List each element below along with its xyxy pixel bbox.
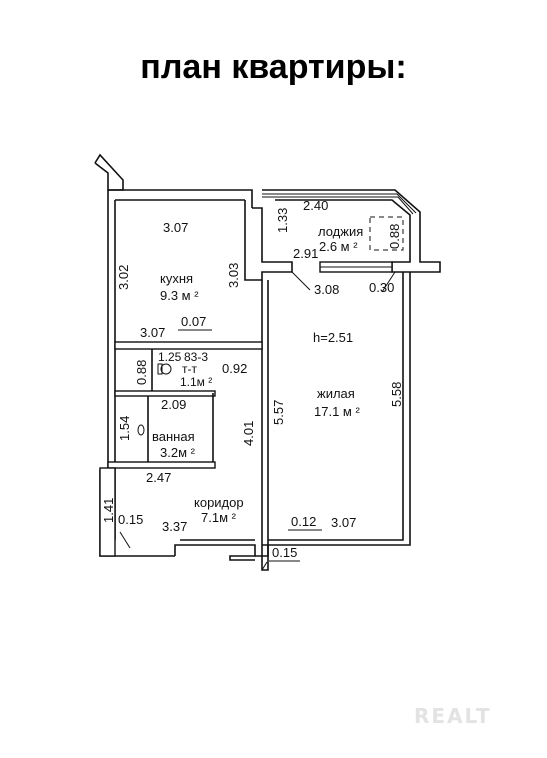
loggia-top-dim: 2.40 [303, 198, 328, 213]
entrance-small: 0.15 [272, 545, 297, 560]
loggia-leader [381, 271, 396, 293]
loggia-top-line2 [262, 193, 417, 214]
bath-bottom-wall [107, 461, 216, 469]
kitchen-bottom-small: 0.07 [181, 314, 206, 329]
wc-top-2: 83-3 [184, 350, 208, 364]
loggia-030: 0.30 [369, 280, 394, 295]
kitchen-bottom-dim: 3.07 [140, 325, 165, 340]
bath-top-dim: 2.09 [161, 397, 186, 412]
corner-dim-308: 3.08 [314, 282, 339, 297]
corridor-small: 0.15 [118, 512, 143, 527]
toilet-tank [157, 363, 163, 375]
corridor-left-wall [99, 467, 116, 557]
living-bottom-small: 0.12 [291, 514, 316, 529]
living-bottom-dim: 3.07 [331, 515, 356, 530]
bottom-wall [174, 544, 256, 561]
bath-name: ванная [152, 429, 195, 444]
bath-area: 3.2м ² [160, 445, 196, 460]
corner-dim-291: 2.91 [293, 246, 318, 261]
kitchen-area: 9.3 м ² [160, 288, 199, 303]
corridor-name: коридор [194, 495, 244, 510]
toilet-symbol [160, 363, 172, 375]
kitchen-bottom-wall [114, 341, 263, 350]
right-inner-wall [268, 272, 404, 541]
kitchen-right-dim: 3.03 [226, 263, 241, 288]
wc-left-dim: 0.88 [134, 360, 149, 385]
chimney-shape [94, 153, 124, 191]
living-left-dim: 5.57 [271, 400, 286, 425]
kitchen-width-label: 3.07 [163, 220, 188, 235]
loggia-side: 0.88 [387, 224, 402, 249]
corner-dim-133: 1.33 [275, 208, 290, 233]
corridor-right-dim: 4.01 [241, 421, 256, 446]
partition-wall [261, 280, 269, 571]
sink-symbol [137, 424, 145, 436]
kitchen-name: кухня [160, 271, 193, 286]
bath-left-dim: 1.54 [117, 416, 132, 441]
top-kitchen-wall [108, 189, 253, 208]
page-title: план квартиры: [140, 48, 407, 86]
wc-name: т-т [182, 362, 197, 376]
wc-top-1: 1.25 [158, 350, 182, 364]
kitchen-left-dim: 3.02 [116, 265, 131, 290]
loggia-top-line3 [262, 196, 414, 215]
room-labels: 3.07 3.02 3.03 кухня 9.3 м ² 3.07 0.07 1… [101, 198, 404, 562]
loggia-top [262, 189, 441, 273]
entrance-leader [261, 561, 268, 571]
right-outer-wall [262, 272, 411, 546]
living-right-dim: 5.58 [389, 382, 404, 407]
living-area: 17.1 м ² [314, 404, 360, 419]
corridor-left-dim: 1.41 [101, 498, 116, 523]
corridor-leader [119, 531, 131, 549]
corner-leader [291, 271, 311, 291]
loggia-dashed-box [369, 216, 404, 251]
living-name: жилая [317, 386, 355, 401]
wc-bath-divider [114, 390, 216, 397]
wc-right-dim: 0.92 [222, 361, 247, 376]
wc-area: 1.1м ² [180, 375, 212, 389]
corridor-top-dim: 2.47 [146, 470, 171, 485]
loggia-name: лоджия [318, 224, 363, 239]
loggia-area: 2.6 м ² [319, 239, 358, 254]
corridor-bottom-dim: 3.37 [162, 519, 187, 534]
entrance-notch [255, 545, 269, 557]
ceiling-height: h=2.51 [313, 330, 353, 345]
corridor-area: 7.1м ² [201, 510, 237, 525]
watermark-logo: REALT [414, 704, 492, 728]
interior-walls [99, 216, 404, 571]
